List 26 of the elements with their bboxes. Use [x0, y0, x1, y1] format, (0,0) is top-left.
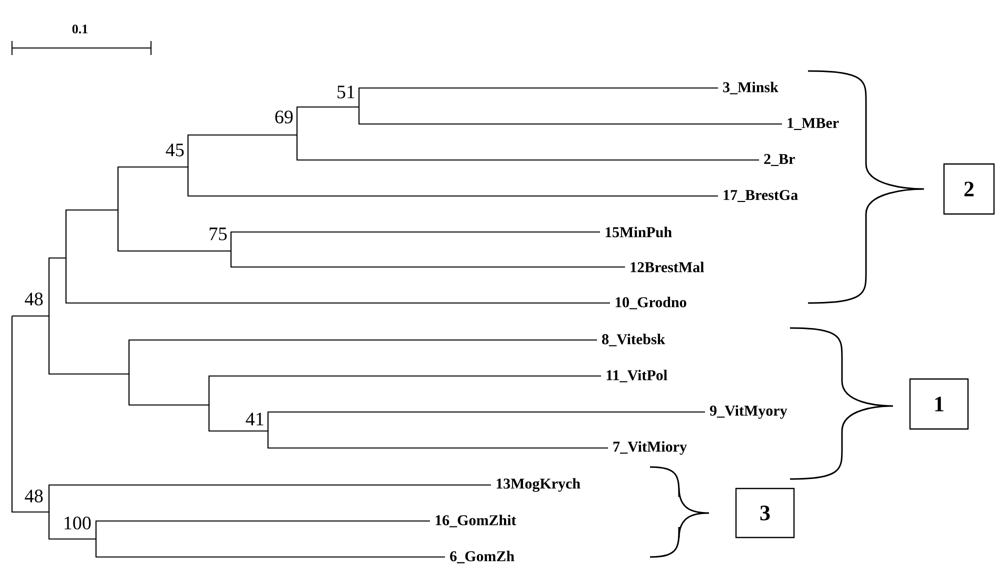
taxon-label: 17_BrestGa: [724, 190, 798, 202]
taxon-label: 7_VitMiory: [613, 441, 687, 455]
bootstrap-value: 45: [166, 144, 184, 156]
taxon-label: 1_MBer: [788, 118, 839, 130]
cluster-number-box: 2: [943, 163, 995, 215]
bootstrap-value: 48: [24, 292, 43, 306]
scale-label: 0.1: [72, 24, 88, 34]
cluster-number-box: 3: [735, 488, 795, 538]
taxon-label: 15MinPuh: [606, 226, 672, 238]
bootstrap-value: 75: [210, 228, 227, 240]
taxon-label: 10_Grodno: [616, 296, 686, 310]
taxon-label: 2_Br: [764, 154, 795, 166]
taxon-label: 13MogKrych: [496, 478, 580, 492]
taxon-label: 8_Vitebsk: [602, 334, 666, 346]
taxon-label: 12BrestMal: [630, 262, 704, 272]
taxon-label: 11_VitPol: [606, 370, 668, 382]
bootstrap-value: 69: [275, 110, 293, 124]
taxon-label: 9_VitMyory: [710, 405, 788, 419]
taxon-label: 16_GomZhit: [436, 514, 516, 528]
cluster-number-box: 1: [909, 378, 969, 430]
bootstrap-value: 51: [338, 86, 354, 98]
bootstrap-value: 48: [24, 490, 43, 502]
taxon-label: 6_GomZh: [450, 550, 514, 564]
bootstrap-value: 100: [64, 516, 91, 530]
bootstrap-value: 41: [246, 412, 264, 426]
taxon-label: 3_Minsk: [723, 82, 778, 94]
